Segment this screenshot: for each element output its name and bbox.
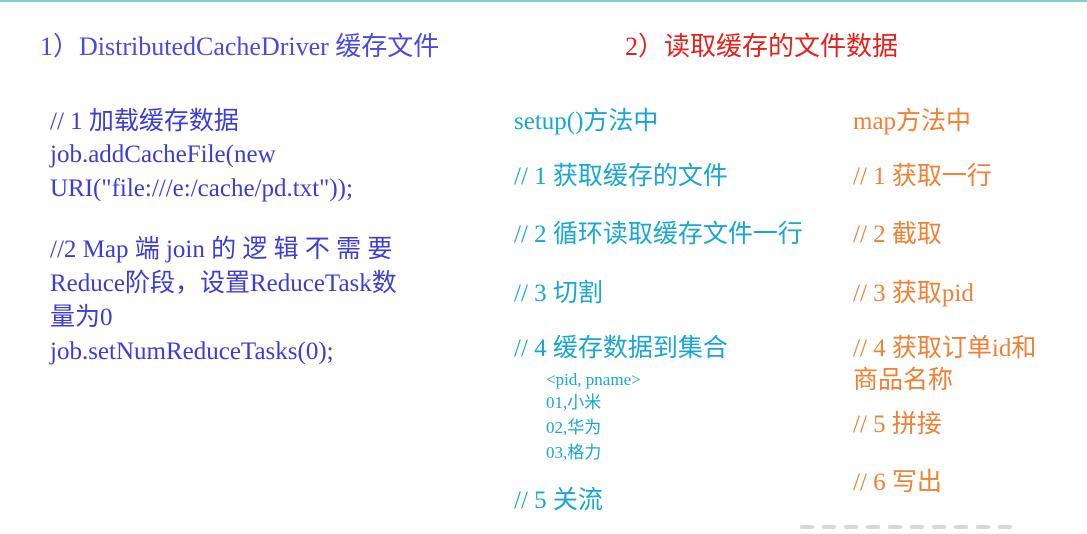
setup-step-1: // 1 获取缓存的文件 (514, 163, 728, 190)
map-step-1: // 1 获取一行 (853, 163, 992, 190)
cache-sub-row: 03,格力 (546, 443, 602, 462)
setup-step-4: // 4 缓存数据到集合 (514, 335, 728, 362)
top-divider (0, 0, 1087, 2)
footer-decoration (800, 516, 1040, 529)
cache-sub-header: <pid, pname> (546, 370, 641, 389)
map-step-2: // 2 截取 (853, 221, 942, 248)
setup-title: setup()方法中 (514, 108, 659, 135)
map-step-3: // 3 获取pid (853, 280, 974, 307)
cache-sub-row: 02,华为 (546, 418, 602, 437)
map-step-4: // 4 获取订单id和 (853, 335, 1037, 362)
left-line-7: job.setNumReduceTasks(0); (50, 338, 334, 365)
map-step-4-cont: 商品名称 (853, 367, 954, 394)
heading-read-cache: 2）读取缓存的文件数据 (625, 32, 899, 61)
left-line-6: 量为0 (50, 304, 113, 331)
left-line-5: Reduce阶段，设置ReduceTask数 (50, 270, 397, 297)
setup-step-5: // 5 关流 (514, 487, 603, 514)
setup-step-3: // 3 切割 (514, 280, 603, 307)
cache-sub-row: 01,小米 (546, 393, 602, 412)
map-step-6: // 6 写出 (853, 469, 942, 496)
left-line-3: URI("file:///e:/cache/pd.txt")); (50, 175, 353, 202)
left-line-1: // 1 加载缓存数据 (50, 108, 239, 135)
setup-step-2: // 2 循环读取缓存文件一行 (514, 221, 803, 248)
left-line-4: //2 Map 端 join 的 逻 辑 不 需 要 (50, 236, 393, 263)
map-title: map方法中 (853, 108, 972, 135)
heading-distributed-cache: 1）DistributedCacheDriver 缓存文件 (40, 32, 440, 61)
map-step-5: // 5 拼接 (853, 411, 942, 438)
left-line-2: job.addCacheFile(new (50, 141, 276, 168)
